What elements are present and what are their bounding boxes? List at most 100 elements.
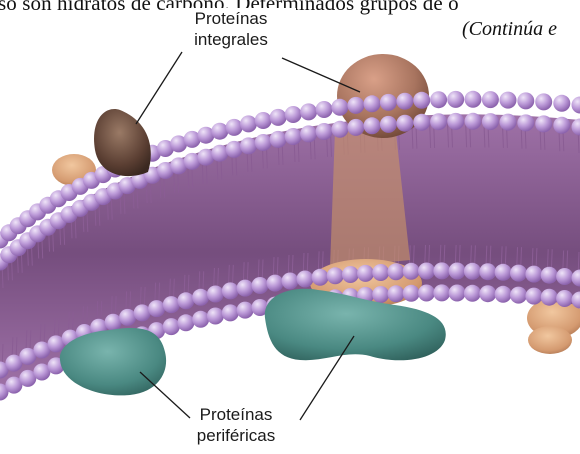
label-integral-line1: Proteínas — [166, 8, 296, 29]
lipid-head-inner — [237, 280, 254, 297]
lipid-head-outer — [500, 92, 517, 109]
lipid-head-inner — [433, 262, 450, 279]
lipid-head-outer — [482, 113, 499, 130]
lipid-head-inner — [388, 285, 405, 302]
continued-note: (Continúa e — [462, 18, 557, 41]
lipid-head-outer — [396, 115, 413, 132]
lipid-head-inner — [312, 269, 329, 286]
lipid-head-outer — [430, 113, 447, 130]
lipid-head-outer — [517, 114, 534, 131]
lipid-head-inner — [177, 292, 194, 309]
lipid-head-inner — [418, 263, 435, 280]
lipid-head-outer — [535, 93, 552, 110]
lipid-head-inner — [525, 266, 542, 283]
lipid-head-inner — [222, 282, 239, 299]
lipid-head-inner — [372, 286, 389, 303]
lipid-head-outer — [331, 121, 348, 138]
lipid-head-inner — [267, 275, 284, 292]
lipid-head-outer — [285, 106, 302, 123]
lipid-head-outer — [535, 115, 552, 132]
lipid-head-outer — [211, 123, 228, 140]
lipid-head-inner — [495, 286, 512, 303]
lipid-head-inner — [207, 308, 224, 325]
lipid-head-inner — [403, 285, 420, 302]
lipid-head-inner — [372, 264, 389, 281]
lipid-head-inner — [433, 284, 450, 301]
lipid-head-outer — [347, 97, 364, 114]
lipid-head-outer — [465, 113, 482, 130]
lipid-head-inner — [237, 302, 254, 319]
lipid-head-inner — [119, 309, 136, 326]
lipid-head-outer — [364, 95, 381, 112]
lipid-head-outer — [482, 91, 499, 108]
lipid-head-outer — [285, 128, 302, 145]
lipid-head-inner — [388, 263, 405, 280]
lipid-head-inner — [418, 285, 435, 302]
label-peripheral-line2: periféricas — [176, 425, 296, 446]
lipid-head-inner — [495, 264, 512, 281]
lipid-head-inner — [134, 304, 151, 321]
tan-protein-bottom-right-icon — [528, 326, 572, 354]
lipid-head-inner — [192, 289, 209, 306]
lipid-head-outer — [226, 119, 243, 136]
lipid-head-outer — [447, 113, 464, 130]
lipid-head-outer — [316, 101, 333, 118]
lipid-head-inner — [464, 263, 481, 280]
lipid-head-inner — [207, 286, 224, 303]
lipid-head-inner — [342, 266, 359, 283]
peripheral-protein-right-icon — [265, 289, 446, 360]
lipid-head-outer — [553, 95, 570, 112]
lipid-head-inner — [403, 263, 420, 280]
lipid-head-outer — [300, 103, 317, 120]
lipid-head-outer — [240, 137, 257, 154]
integral-protein-left-icon — [94, 109, 151, 176]
lipid-head-outer — [347, 119, 364, 136]
lipid-head-outer — [396, 93, 413, 110]
lipid-head-outer — [240, 115, 257, 132]
lipid-head-outer — [316, 123, 333, 140]
lipid-head-inner — [357, 265, 374, 282]
label-peripheral-proteins: Proteínas periféricas — [176, 404, 296, 446]
lipid-head-outer — [255, 112, 272, 129]
lipid-head-inner — [105, 314, 122, 331]
lipid-head-outer — [300, 125, 317, 142]
lipid-head-inner — [297, 271, 314, 288]
lipid-head-outer — [413, 92, 430, 109]
lipid-head-inner — [449, 263, 466, 280]
lipid-head-inner — [556, 268, 573, 285]
lipid-head-inner — [479, 263, 496, 280]
lipid-head-outer — [430, 91, 447, 108]
lipid-head-outer — [413, 114, 430, 131]
lipid-head-outer — [380, 116, 397, 133]
label-integral-proteins: Proteínas integrales — [166, 8, 296, 50]
lipid-head-inner — [541, 267, 558, 284]
lipid-head-inner — [177, 314, 194, 331]
label-peripheral-line1: Proteínas — [176, 404, 296, 425]
lipid-head-outer — [270, 131, 287, 148]
label-integral-line2: integrales — [166, 29, 296, 50]
lipid-head-inner — [163, 318, 180, 335]
lipid-head-inner — [327, 267, 344, 284]
lipid-head-outer — [380, 94, 397, 111]
leader-line-integral-left — [136, 52, 182, 124]
lipid-head-inner — [148, 300, 165, 317]
lipid-head-inner — [525, 288, 542, 305]
lipid-head-inner — [282, 273, 299, 290]
lipid-head-outer — [465, 91, 482, 108]
lipid-head-inner — [464, 285, 481, 302]
lipid-head-inner — [541, 289, 558, 306]
lipid-head-outer — [255, 134, 272, 151]
lipid-head-outer — [447, 91, 464, 108]
lipid-head-inner — [510, 265, 527, 282]
lipid-head-inner — [163, 296, 180, 313]
lipid-head-inner — [252, 277, 269, 294]
lipid-head-outer — [500, 114, 517, 131]
lipid-head-outer — [517, 92, 534, 109]
lipid-head-inner — [510, 287, 527, 304]
lipid-head-outer — [226, 141, 243, 158]
lipid-head-inner — [449, 285, 466, 302]
lipid-head-inner — [192, 311, 209, 328]
lipid-head-inner — [479, 285, 496, 302]
